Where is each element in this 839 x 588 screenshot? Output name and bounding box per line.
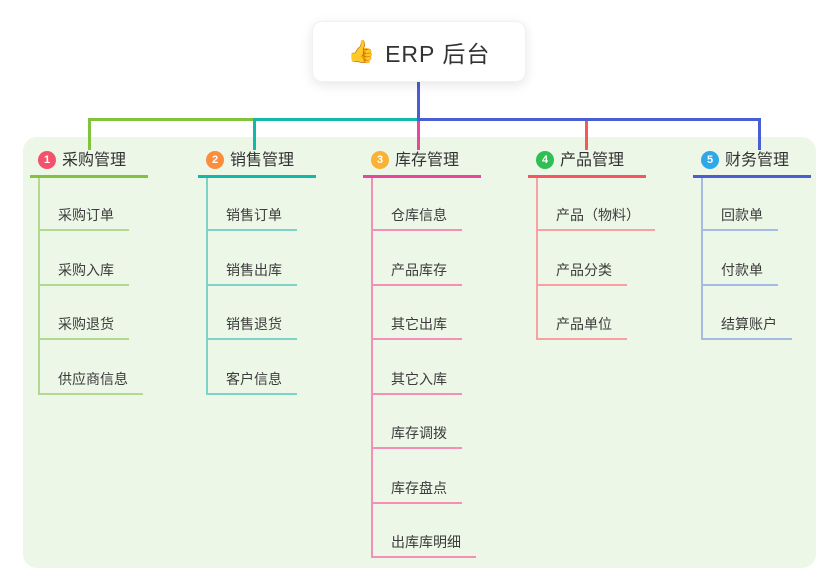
child-label: 回款单 <box>721 207 763 223</box>
child-label: 其它入库 <box>391 371 447 387</box>
child-underline <box>371 447 462 449</box>
child-label: 采购订单 <box>58 207 114 223</box>
child-underline <box>38 229 129 231</box>
branch-drop-line <box>253 118 256 150</box>
child-underline <box>371 556 476 558</box>
child-label: 出库库明细 <box>391 534 461 550</box>
child-label: 产品库存 <box>391 262 447 278</box>
branch-drop-line <box>88 118 91 150</box>
rail-mid-teal <box>253 118 420 121</box>
child-underline <box>38 284 129 286</box>
branches-panel <box>23 137 816 568</box>
number-badge: 5 <box>701 151 719 169</box>
child-label: 供应商信息 <box>58 371 128 387</box>
child-label: 销售退货 <box>226 316 282 332</box>
child-label: 客户信息 <box>226 371 282 387</box>
child-underline <box>371 284 462 286</box>
root-connector-line <box>417 82 420 121</box>
child-underline <box>701 338 792 340</box>
branch-underline <box>198 175 316 178</box>
branch-label: 库存管理 <box>395 152 460 169</box>
root-title: ERP 后台 <box>385 40 491 67</box>
child-underline <box>371 393 462 395</box>
branch-drop-line <box>417 118 420 150</box>
branch-label: 财务管理 <box>725 152 790 169</box>
child-underline <box>536 229 655 231</box>
child-underline <box>701 284 778 286</box>
child-underline <box>371 229 462 231</box>
rail-left-green <box>88 118 256 121</box>
child-underline <box>206 393 297 395</box>
child-underline <box>38 393 143 395</box>
thumbs-up-icon: 👍 <box>347 38 376 64</box>
child-label: 仓库信息 <box>391 207 447 223</box>
branch-trunk-line <box>536 178 538 340</box>
child-label: 其它出库 <box>391 316 447 332</box>
child-label: 产品（物料） <box>556 207 640 223</box>
branch-underline <box>528 175 646 178</box>
number-badge: 3 <box>371 151 389 169</box>
branch-drop-line <box>585 118 588 150</box>
child-underline <box>371 338 462 340</box>
child-label: 销售订单 <box>226 207 282 223</box>
number-badge: 1 <box>38 151 56 169</box>
child-underline <box>701 229 778 231</box>
child-label: 库存调拨 <box>391 425 447 441</box>
branch-underline <box>30 175 148 178</box>
branch-label: 产品管理 <box>560 152 625 169</box>
child-underline <box>38 338 129 340</box>
child-label: 库存盘点 <box>391 480 447 496</box>
child-underline <box>371 502 462 504</box>
branch-trunk-line <box>701 178 703 340</box>
branch-trunk-line <box>371 178 373 558</box>
branch-trunk-line <box>206 178 208 395</box>
number-badge: 4 <box>536 151 554 169</box>
child-label: 产品单位 <box>556 316 612 332</box>
child-label: 结算账户 <box>721 316 777 332</box>
rail-right-blue <box>417 118 761 121</box>
root-node[interactable]: 👍 ERP 后台 <box>312 21 526 82</box>
branch-drop-line <box>758 118 761 150</box>
child-label: 采购入库 <box>58 262 114 278</box>
number-badge: 2 <box>206 151 224 169</box>
child-label: 采购退货 <box>58 316 114 332</box>
child-underline <box>206 229 297 231</box>
branch-trunk-line <box>38 178 40 395</box>
child-underline <box>206 284 297 286</box>
child-label: 付款单 <box>721 262 763 278</box>
child-label: 产品分类 <box>556 262 612 278</box>
child-underline <box>536 284 627 286</box>
branch-label: 销售管理 <box>230 152 295 169</box>
branch-label: 采购管理 <box>62 152 127 169</box>
child-underline <box>536 338 627 340</box>
child-label: 销售出库 <box>226 262 282 278</box>
branch-underline <box>363 175 481 178</box>
child-underline <box>206 338 297 340</box>
branch-underline <box>693 175 811 178</box>
